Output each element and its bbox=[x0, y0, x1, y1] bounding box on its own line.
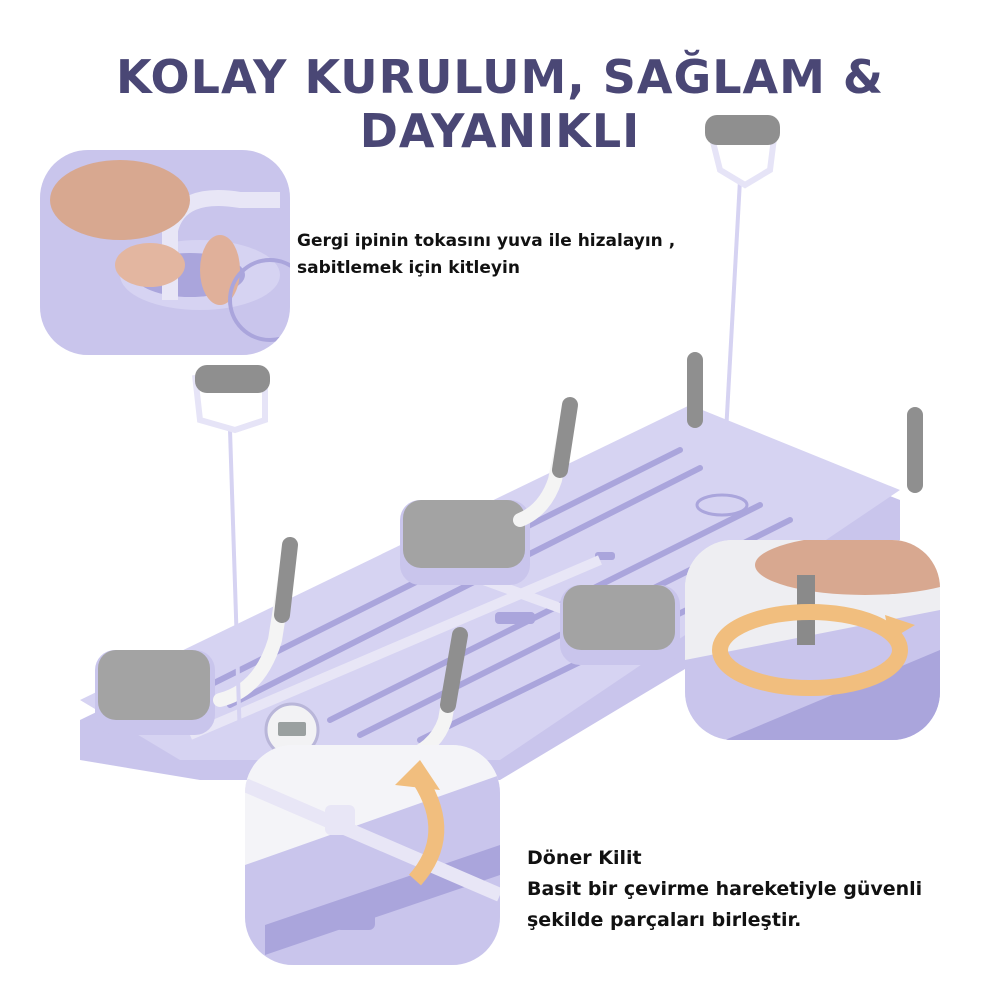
connecting-bar bbox=[188, 555, 602, 740]
resistance-band-left bbox=[192, 365, 270, 741]
slot-hole bbox=[495, 612, 535, 624]
handle-icon bbox=[513, 397, 578, 527]
hand-pad bbox=[560, 585, 680, 665]
inset-rotate-connect bbox=[245, 745, 500, 965]
handle-icon bbox=[213, 537, 298, 707]
page-title: KOLAY KURULUM, SAĞLAM & DAYANIKLI bbox=[115, 50, 885, 158]
inset-rotating-lock bbox=[685, 540, 940, 740]
caption-line: şekilde parçaları birleştir. bbox=[527, 909, 802, 931]
rotate-arrow-icon bbox=[712, 604, 915, 696]
hand-pad bbox=[400, 500, 530, 585]
rotate-arrow-icon bbox=[395, 760, 445, 886]
caption-line: sabitlemek için kitleyin bbox=[297, 258, 520, 278]
connecting-bar bbox=[245, 778, 500, 902]
caption-line: Gergi ipinin tokasını yuva ile hizalayın… bbox=[297, 231, 676, 251]
inset-buckle-lock bbox=[40, 150, 290, 355]
caption-heading: Döner Kilit bbox=[527, 847, 642, 869]
slot-hole bbox=[595, 552, 615, 560]
hand-icon bbox=[50, 160, 240, 305]
resistance-band-right bbox=[695, 115, 780, 517]
rotating-lock-instruction: Döner Kilit Basit bir çevirme hareketiyl… bbox=[527, 843, 922, 936]
buckle-instruction: Gergi ipinin tokasını yuva ile hizalayın… bbox=[297, 228, 675, 282]
caption-line: Basit bir çevirme hareketiyle güvenli bbox=[527, 878, 923, 900]
hand-pad bbox=[95, 650, 215, 735]
